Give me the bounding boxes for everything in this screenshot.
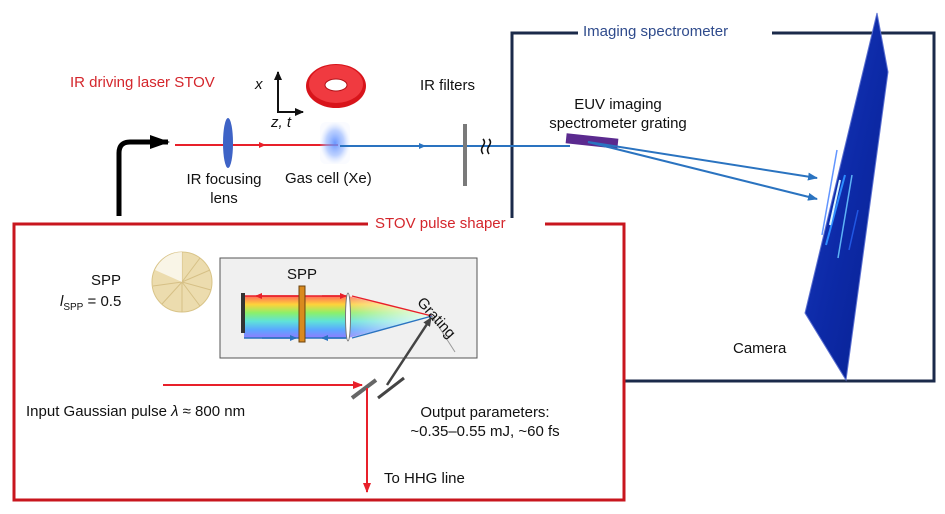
euv-grating-label-line2: spectrometer grating [549, 115, 687, 132]
imaging-spectrometer-label: Imaging spectrometer [583, 23, 729, 40]
spp-value: = 0.5 [83, 293, 122, 310]
shaper-lens [345, 292, 351, 342]
axis-x-label: x [255, 76, 263, 93]
grating-beam-arrow [385, 317, 433, 386]
pickoff-mirror-1 [350, 378, 378, 400]
spp-left-label: SPP [91, 272, 122, 289]
input-pulse-lambda: λ [171, 403, 179, 420]
axis-indicator [274, 71, 304, 116]
spp-inner-label: SPP [287, 266, 318, 283]
ir-driving-laser-label: IR driving laser STOV [70, 74, 215, 91]
euv-grating-label: EUV imaging spectrometer grating [538, 95, 698, 133]
spectral-fan [244, 293, 433, 341]
output-parameters-label: Output parameters: ~0.35–0.55 mJ, ~60 fs [392, 403, 578, 441]
input-pulse-label: Input Gaussian pulse λ ≈ 800 nm [26, 403, 245, 420]
grating-surface [431, 315, 456, 353]
euv-diffracted-beam-1 [587, 141, 818, 181]
stov-pulse-shaper-box [12, 222, 626, 502]
axis-zt-label: z, t [271, 114, 292, 131]
gas-cell-label: Gas cell (Xe) [285, 170, 372, 187]
gas-cell-glow [320, 122, 350, 164]
ir-focusing-lens-label: IR focusing lens [166, 170, 282, 208]
beam-break-symbol [480, 138, 492, 155]
spp-element [298, 285, 306, 343]
output-parameters-line1: Output parameters: [420, 404, 550, 421]
spp-symbol: l [60, 293, 64, 310]
ir-focusing-label-line1: IR focusing [186, 171, 262, 188]
imaging-spectrometer-box [510, 31, 936, 383]
ir-focusing-lens [223, 118, 233, 168]
input-pulse-suffix: ≈ 800 nm [178, 403, 246, 420]
euv-diffracted-beam-2 [587, 141, 818, 201]
euv-grating-label-line1: EUV imaging [574, 96, 662, 113]
beam-routing-arrow [116, 135, 170, 216]
stov-donut [306, 64, 366, 108]
spp-plate [151, 251, 213, 313]
ir-filters-plate [463, 124, 467, 186]
spp-subscript: SPP [63, 302, 84, 313]
ir-focusing-label-line2: lens [210, 190, 238, 207]
stov-pulse-shaper-label: STOV pulse shaper [372, 215, 509, 232]
fold-mirror [241, 293, 245, 333]
pickoff-mirror-2 [377, 376, 405, 400]
output-parameters-line2: ~0.35–0.55 mJ, ~60 fs [410, 423, 560, 440]
camera-label: Camera [733, 340, 787, 357]
camera-panel [804, 12, 889, 382]
ir-filters-label: IR filters [420, 77, 476, 94]
spp-charge-label: lSPP = 0.5 [60, 293, 122, 313]
to-hhg-label: To HHG line [384, 470, 465, 487]
input-pulse-prefix: Input Gaussian pulse [26, 403, 172, 420]
